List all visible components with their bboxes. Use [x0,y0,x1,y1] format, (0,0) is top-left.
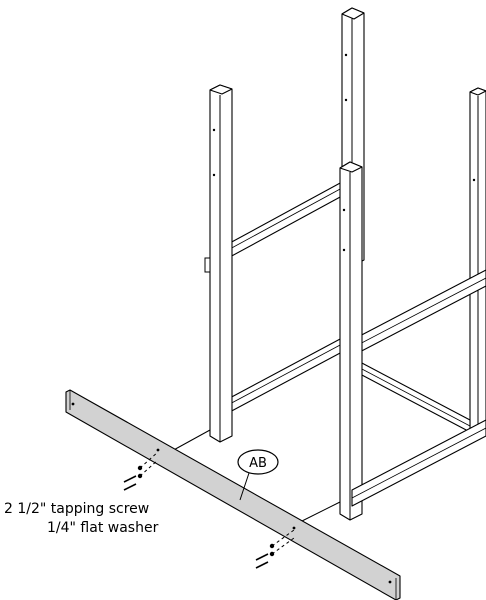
callout-ab: AB [237,449,279,475]
screw-set-right [255,529,295,569]
rail-right-lower [351,419,486,507]
rail-back-lower [359,361,471,433]
rail-left-lower [225,337,343,415]
floor-guides [169,429,341,523]
post-front-left [204,84,233,443]
callout-ab-label: AB [249,456,267,471]
board-ab [65,389,401,600]
screw-set-left [123,451,159,491]
rail-right-upper [351,269,486,357]
post-front-right [339,161,363,521]
callout-leader [239,469,251,501]
rail-back-upper [227,181,343,259]
hardware-label-screw: 2 1/2" tapping screw [4,501,149,517]
post-back-right [469,87,486,435]
hardware-label-washer: 1/4" flat washer [47,520,159,536]
